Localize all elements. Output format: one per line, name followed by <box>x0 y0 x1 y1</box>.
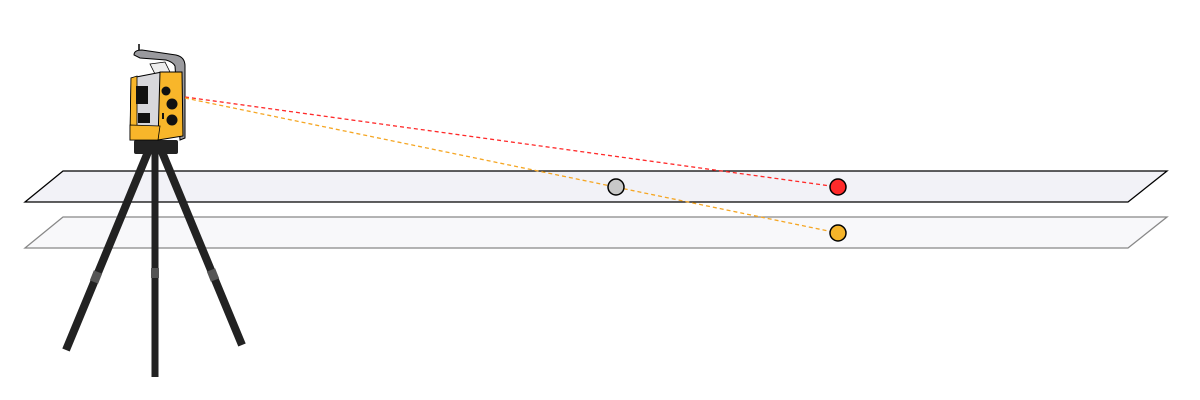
upper-plane <box>23 170 1169 203</box>
orange-point <box>829 224 847 242</box>
orange-sight-line <box>184 97 839 234</box>
red-point <box>829 178 847 196</box>
total-station-icon <box>129 44 186 154</box>
gray-point <box>607 178 625 196</box>
lower-plane <box>23 216 1169 249</box>
tripod-icon <box>62 150 246 377</box>
red-sight-line <box>184 96 839 188</box>
